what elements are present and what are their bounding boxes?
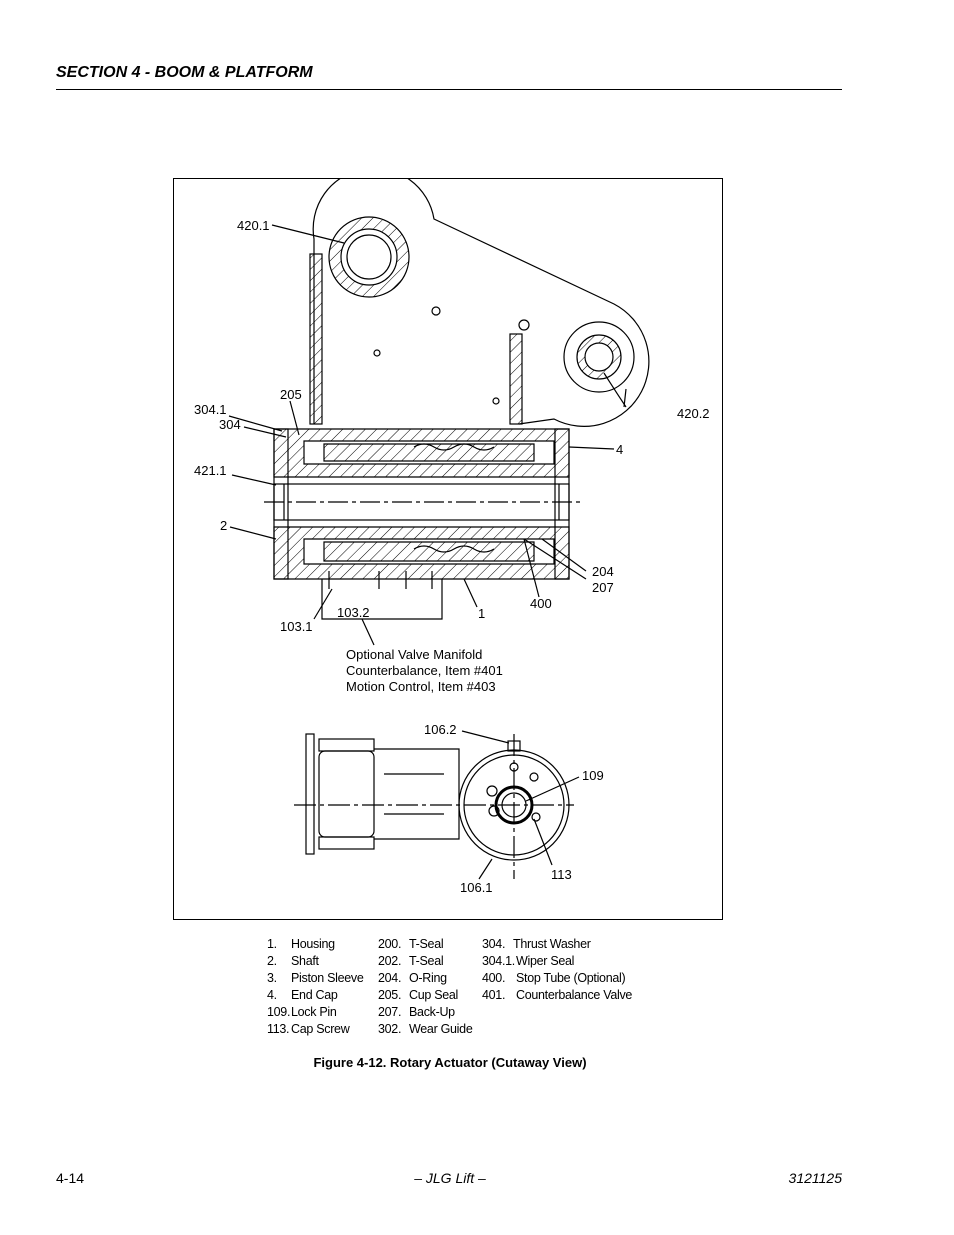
callout-304: 304 [219, 417, 241, 432]
header-rule [56, 89, 842, 90]
bracket-outline [312, 179, 650, 427]
manifold-note-line-2: Counterbalance, Item #401 [346, 663, 503, 678]
callout-304-1: 304.1 [194, 402, 227, 417]
legend-column-1: 1.Housing 2.Shaft 3.Piston Sleeve 4.End … [267, 936, 364, 1038]
callout-4: 4 [616, 442, 624, 457]
legend-item: 113.Cap Screw [267, 1022, 350, 1036]
page-number: 4-14 [56, 1170, 85, 1186]
manifold-note-line-1: Optional Valve Manifold [346, 647, 483, 662]
legend-item: 109.Lock Pin [267, 1005, 337, 1019]
legend-item: 200.T-Seal [378, 937, 444, 951]
callout-420-1: 420.1 [237, 218, 270, 233]
pin-boss-right [563, 321, 635, 393]
actuator-drawing [228, 179, 650, 880]
legend-item: 304.Thrust Washer [482, 937, 591, 951]
callout-103-2: 103.2 [337, 605, 370, 620]
callout-106-2: 106.2 [424, 722, 457, 737]
callout-420-2: 420.2 [677, 406, 710, 421]
footer-brand: – JLG Lift – [414, 1170, 486, 1186]
legend-item: 400.Stop Tube (Optional) [482, 971, 626, 985]
callout-205: 205 [280, 387, 302, 402]
callout-2: 2 [220, 518, 228, 533]
callout-106-1: 106.1 [460, 880, 493, 895]
legend-column-2: 200.T-Seal 202.T-Seal 204.O-Ring 205.Cup… [378, 936, 473, 1038]
legend-item: 3.Piston Sleeve [267, 971, 364, 985]
callout-1: 1 [478, 606, 486, 621]
document-number: 3121125 [788, 1170, 842, 1186]
callout-103-1: 103.1 [280, 619, 313, 634]
legend-item: 1.Housing [267, 937, 335, 951]
legend-item: 2.Shaft [267, 954, 319, 968]
bracket-plate-right [509, 333, 523, 425]
callout-204: 204 [592, 564, 614, 579]
figure-rotary-actuator: 420.1 420.2 205 304.1 304 4 421.1 2 204 … [173, 178, 723, 920]
legend-column-3: 304.Thrust Washer 304.1.Wiper Seal 400.S… [482, 936, 632, 1004]
legend-item: 205.Cup Seal [378, 988, 459, 1002]
legend-item: 401.Counterbalance Valve [482, 988, 633, 1002]
legend-item: 207.Back-Up [378, 1005, 455, 1019]
callout-421-1: 421.1 [194, 463, 227, 478]
manifold-note-line-3: Motion Control, Item #403 [346, 679, 496, 694]
legend-item: 202.T-Seal [378, 954, 444, 968]
legend-item: 204.O-Ring [378, 971, 447, 985]
callout-400: 400 [530, 596, 552, 611]
callout-109: 109 [582, 768, 604, 783]
legend-item: 4.End Cap [267, 988, 338, 1002]
legend-item: 304.1.Wiper Seal [482, 954, 575, 968]
section-header: SECTION 4 - BOOM & PLATFORM [56, 64, 313, 81]
end-view-left-flange [305, 733, 315, 855]
callout-113: 113 [551, 867, 572, 882]
bracket-plate-left [309, 253, 323, 425]
figure-caption: Figure 4-12. Rotary Actuator (Cutaway Vi… [313, 1055, 587, 1070]
legend-item: 302.Wear Guide [378, 1022, 473, 1036]
callout-207: 207 [592, 580, 614, 595]
